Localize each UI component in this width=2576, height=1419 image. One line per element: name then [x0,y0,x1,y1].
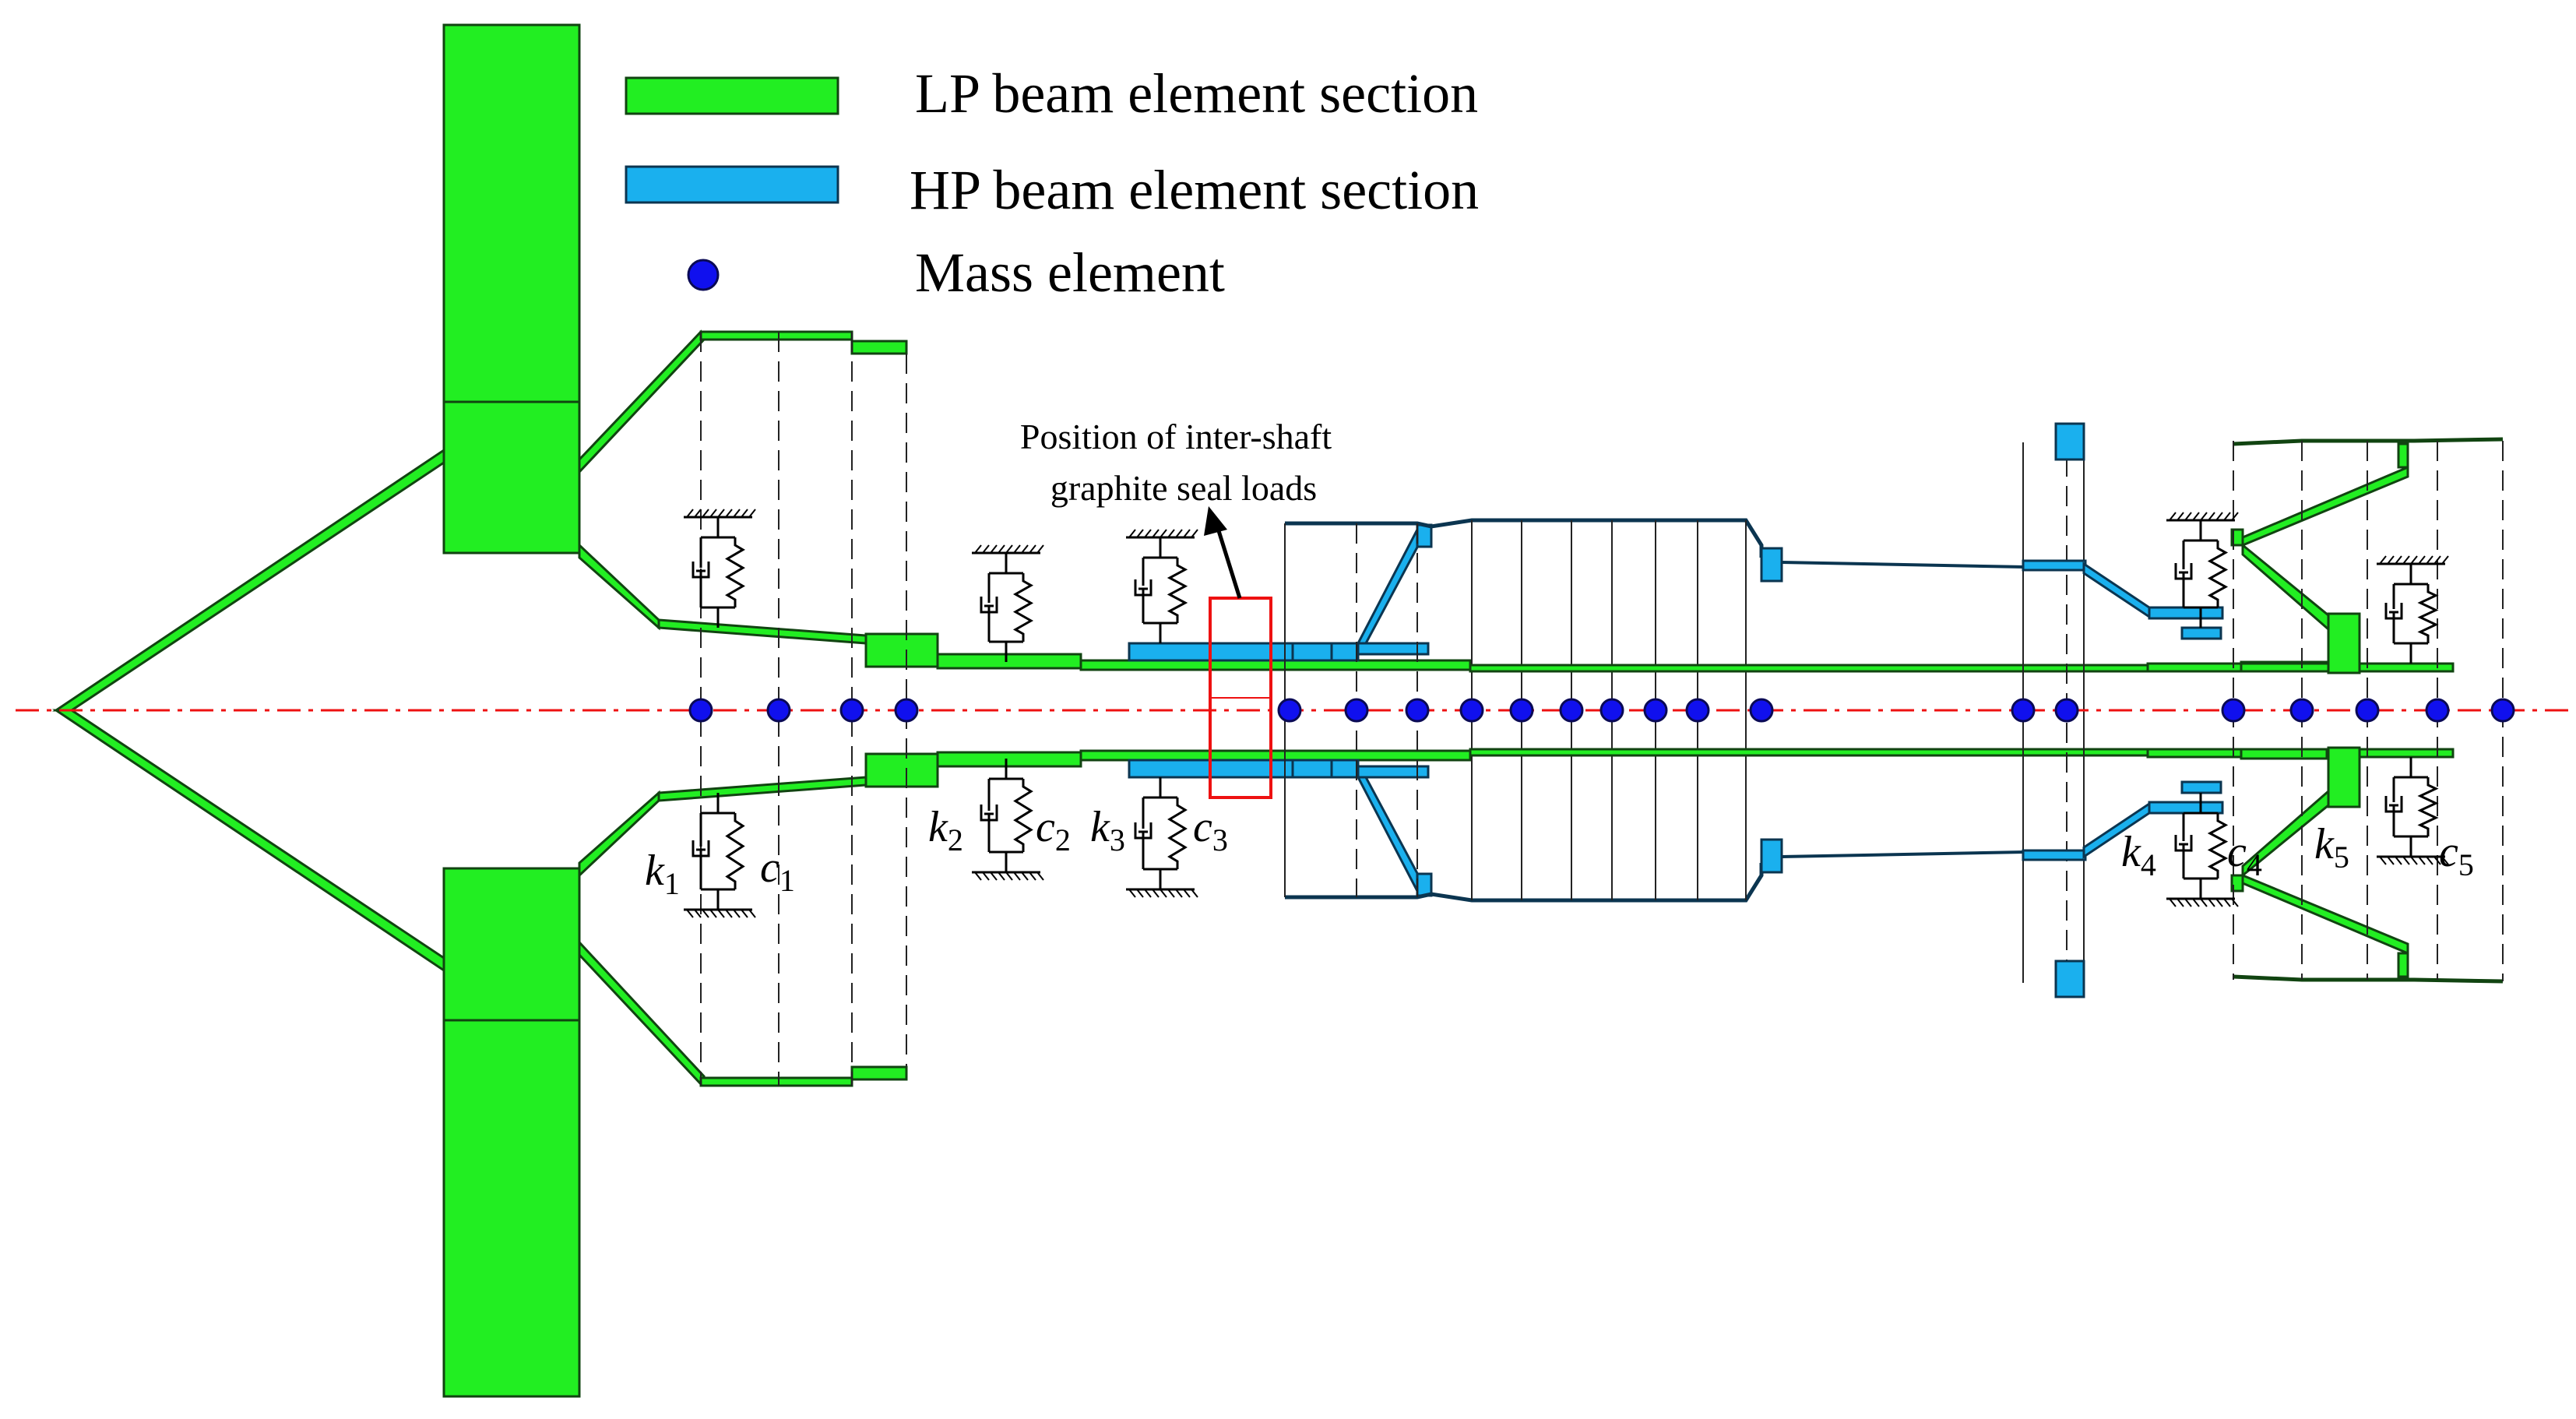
fan-casing-upper [699,330,853,341]
support-5-lower [2377,757,2449,865]
hp-flange-lower [1760,838,1783,874]
legend-hp-label: HP beam element section [910,159,1479,221]
support-1-c-label: c1 [760,843,795,898]
legend: LP beam element section HP beam element … [625,62,1479,304]
fan-cone-lower [52,709,445,973]
legend-hp-swatch [625,165,839,204]
mass-element-node [1459,698,1484,723]
fan-cone-upper [52,448,445,712]
mass-element-node [1749,698,1774,723]
support-3-c-label: c3 [1193,803,1228,857]
hpt-tip-lower [2054,959,2085,998]
lp-hub-upper [864,632,939,668]
fan-disk-lower [442,867,581,1398]
seal-load-label-line2: graphite seal loads [1050,468,1317,508]
mass-element-node [2490,698,2515,723]
support-labels: k1 c1 k2 c2 k3 c3 k4 c4 k5 c5 [645,803,2474,901]
support-5-upper [2377,555,2449,664]
mass-element-node [2355,698,2380,723]
mass-element-node [766,698,791,723]
mass-element-node [2289,698,2314,723]
support-1-upper [684,509,756,628]
mass-element-node [1643,698,1668,723]
support-4-k-label: k4 [2121,828,2156,882]
mass-element-node [1559,698,1584,723]
mass-element-node [894,698,919,723]
mass-element-node [688,698,713,723]
mass-element-node [1277,698,1302,723]
seal-load-marker: Position of inter-shaft graphite seal lo… [1020,417,1332,799]
legend-lp-label: LP beam element section [915,62,1478,125]
mass-element-node [1685,698,1710,723]
support-1-k-label: k1 [645,847,680,901]
bearing-supports [684,509,2449,918]
legend-mass-label: Mass element [915,241,1225,304]
mass-element-node [2011,698,2036,723]
mass-element-node [839,698,864,723]
support-2-lower [972,759,1044,881]
hp-core-section [1128,518,2025,903]
support-4-c-label: c4 [2227,828,2262,882]
support-2-c-label: c2 [1036,803,1071,857]
support-2-k-label: k2 [928,803,963,857]
fan-arm-upper-in [578,542,660,631]
fan-casing-lower [699,1076,853,1087]
hp-turbine-section [2022,422,2224,998]
mass-element-node [1599,698,1624,723]
legend-lp-swatch [625,76,839,115]
support-4-lower [2166,793,2239,907]
mass-element-node [2054,698,2079,723]
seal-load-label-line1: Position of inter-shaft [1020,417,1332,456]
seal-load-arrow [1214,523,1242,599]
fan-disk-upper [442,23,581,555]
lpt-hub-lower [2327,746,2361,808]
support-5-k-label: k5 [2314,820,2349,875]
fan-arm-upper-out [578,329,706,475]
hpt-tip-upper [2054,422,2085,461]
support-3-upper [1126,529,1198,643]
support-3-lower [1126,777,1198,898]
mass-element-node [1405,698,1430,723]
support-2-upper [972,544,1044,662]
lp-hub-lower [864,752,939,788]
mass-element-node [1344,698,1369,723]
fan-section [52,23,1472,1398]
support-3-k-label: k3 [1090,803,1125,857]
mass-element-node [2425,698,2450,723]
support-1-lower [684,793,756,918]
mass-element-node [2221,698,2246,723]
mass-elements [688,698,2515,723]
hp-flange-upper [1760,547,1783,583]
lpt-hub-upper [2327,612,2361,674]
mass-element-node [1509,698,1534,723]
legend-mass-swatch [687,259,720,291]
support-4-upper [2166,512,2239,628]
support-5-c-label: c5 [2439,828,2474,882]
fan-arm-lower-out [578,939,706,1086]
